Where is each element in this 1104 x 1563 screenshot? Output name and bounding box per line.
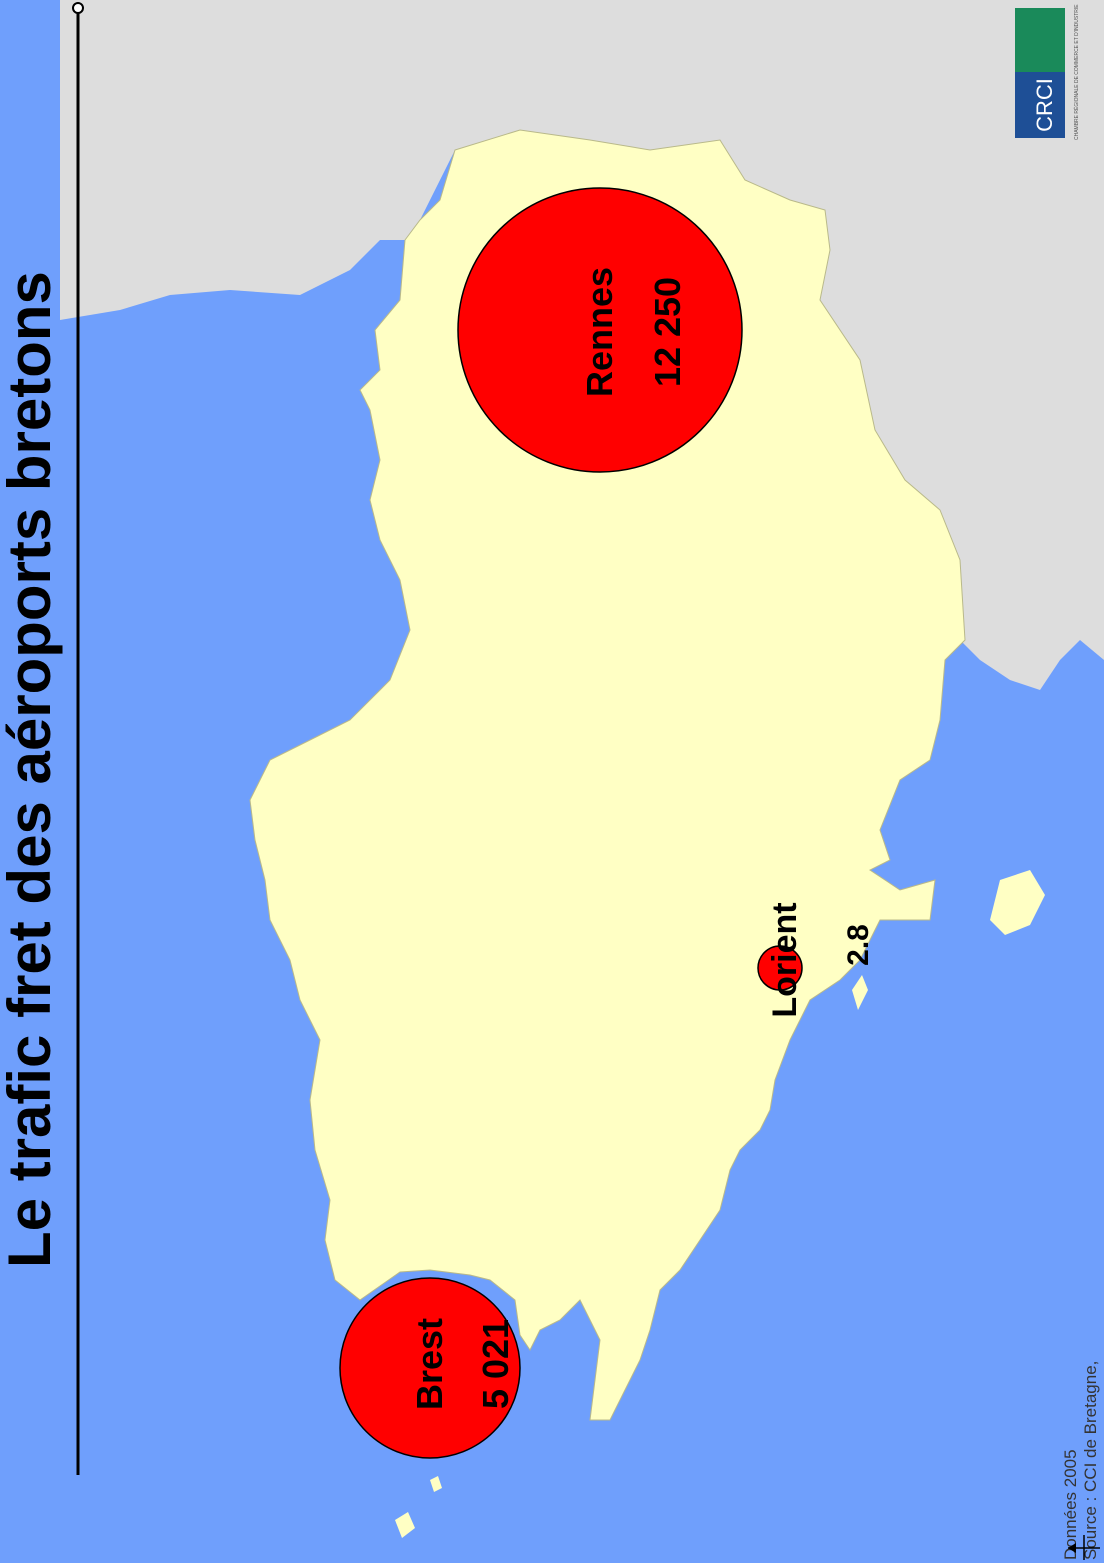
neighbor-land-north [60, 0, 1104, 690]
logo-green-block [1015, 8, 1065, 72]
bubble-brest[interactable] [339, 1277, 521, 1459]
frame-line-cap [72, 2, 84, 14]
label-brest-value: 5 021 [475, 1319, 516, 1409]
island-ouessant [395, 1512, 415, 1538]
island-molene [430, 1476, 442, 1492]
label-lorient-value: 2.8 [842, 924, 875, 966]
island-belle-ile [990, 870, 1045, 935]
logo-small-text: CHAMBRE RÉGIONALE DE COMMERCE ET D'INDUS… [1073, 4, 1080, 140]
map-title: Le trafic fret des aéroports bretons [0, 271, 63, 1268]
label-brest-name: Brest [409, 1318, 450, 1410]
crci-logo: CRCI CHAMBRE RÉGIONALE DE COMMERCE ET D'… [1015, 4, 1080, 140]
label-rennes-value: 12 250 [647, 277, 688, 387]
source-line-1: Données 2005 [1061, 1449, 1080, 1560]
island-groix [852, 975, 868, 1010]
brittany-land [249, 129, 966, 1421]
bubble-lorient[interactable] [757, 945, 803, 991]
label-lorient-name: Lorient [766, 902, 804, 1017]
source-line-2: Source : CCI de Bretagne, [1081, 1361, 1100, 1560]
compass-icon [1068, 1535, 1100, 1560]
label-rennes-name: Rennes [579, 267, 620, 397]
logo-blue-block [1015, 72, 1065, 138]
logo-text: CRCI [1032, 78, 1057, 132]
bubble-rennes[interactable] [457, 187, 743, 473]
